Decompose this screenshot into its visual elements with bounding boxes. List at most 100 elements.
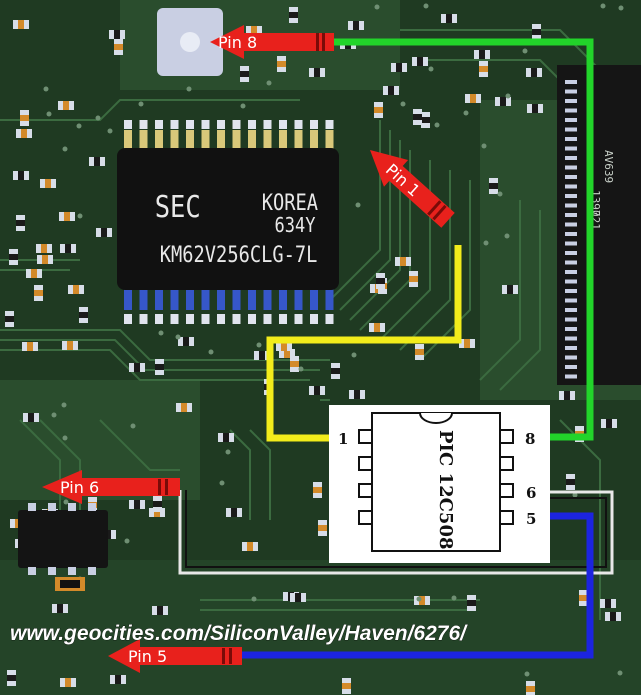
smd-body bbox=[342, 683, 351, 689]
smd-part bbox=[155, 359, 164, 375]
smd-part bbox=[395, 257, 411, 266]
smd-part bbox=[459, 339, 475, 348]
smd-part bbox=[59, 212, 75, 221]
via bbox=[256, 342, 262, 348]
smd-body bbox=[376, 278, 385, 284]
smd-part bbox=[60, 244, 76, 253]
smd-body bbox=[155, 364, 164, 370]
via bbox=[497, 191, 503, 197]
smd-body bbox=[467, 600, 476, 606]
sram-pin-top bbox=[155, 130, 163, 150]
smd-body bbox=[446, 14, 452, 23]
smd-part bbox=[374, 102, 383, 118]
pic-pin-right bbox=[499, 429, 514, 444]
small-chip-pin-bottom bbox=[28, 567, 36, 575]
smd-part bbox=[349, 390, 365, 399]
smd-part bbox=[109, 30, 125, 39]
sram-pad-bottom bbox=[124, 314, 132, 324]
smd-body bbox=[566, 479, 575, 485]
arrow-pin5: Pin 5 bbox=[108, 639, 242, 673]
smd-part bbox=[412, 57, 428, 66]
sram-chip: SEC KOREA 634Y KM62V256CLG-7L bbox=[117, 120, 339, 324]
smd-body bbox=[421, 117, 430, 123]
pic-chip-panel: PIC 12C508 1 8 6 5 bbox=[329, 405, 550, 563]
smd-body bbox=[5, 316, 14, 322]
smd-part bbox=[413, 109, 422, 125]
via bbox=[600, 3, 606, 9]
smd-part bbox=[309, 386, 325, 395]
smd-body bbox=[295, 593, 301, 602]
via bbox=[416, 596, 422, 602]
smd-part bbox=[240, 66, 249, 82]
smd-body bbox=[413, 114, 422, 120]
smd-body bbox=[409, 276, 418, 282]
via bbox=[428, 66, 434, 72]
smd-body bbox=[579, 595, 588, 601]
smd-body bbox=[277, 61, 286, 67]
smd-body bbox=[331, 368, 340, 374]
smd-part bbox=[331, 363, 340, 379]
smd-part bbox=[96, 228, 112, 237]
sram-pin-bottom bbox=[217, 288, 225, 310]
smd-body bbox=[154, 508, 160, 517]
right-chip-text-1: AV639 bbox=[602, 150, 615, 183]
smd-body bbox=[64, 212, 70, 221]
right-chip-pin bbox=[565, 251, 577, 255]
small-chip-pin-top bbox=[48, 503, 56, 511]
sram-pin-top bbox=[139, 130, 148, 150]
sram-pin-top bbox=[124, 130, 132, 150]
smd-body bbox=[489, 183, 498, 189]
smd-body bbox=[27, 342, 33, 351]
right-chip-pin bbox=[565, 127, 577, 132]
sram-pin-bottom bbox=[279, 288, 287, 310]
pic-pin-left bbox=[358, 483, 373, 498]
smd-part bbox=[376, 273, 385, 289]
via bbox=[423, 3, 429, 9]
right-chip-pin bbox=[565, 184, 577, 189]
smd-body bbox=[605, 599, 611, 608]
smd-part bbox=[409, 271, 418, 287]
smd-part bbox=[605, 612, 621, 621]
smd-body bbox=[353, 21, 359, 30]
smd-body bbox=[500, 97, 506, 106]
smd-body bbox=[20, 115, 29, 121]
smd-part bbox=[246, 26, 262, 35]
smd-part bbox=[58, 101, 74, 110]
via bbox=[62, 146, 68, 152]
right-chip-pin bbox=[565, 156, 577, 160]
via bbox=[186, 86, 192, 92]
via bbox=[219, 480, 225, 486]
sram-pad-top bbox=[310, 120, 318, 129]
via bbox=[374, 4, 380, 10]
right-chip-pin bbox=[565, 327, 577, 331]
smd-part bbox=[9, 249, 18, 265]
smd-body bbox=[67, 341, 73, 350]
right-chip-pin bbox=[565, 279, 577, 284]
smd-part bbox=[62, 341, 78, 350]
small-chip-pin-bottom bbox=[68, 567, 76, 575]
smd-part bbox=[114, 39, 123, 55]
sram-pad-top bbox=[217, 120, 225, 129]
smd-body bbox=[388, 86, 394, 95]
smd-part bbox=[342, 678, 351, 694]
sram-pin-top bbox=[217, 130, 225, 150]
smd-part bbox=[383, 86, 399, 95]
via bbox=[158, 330, 164, 336]
smd-body bbox=[564, 391, 570, 400]
smd-body bbox=[318, 525, 327, 531]
via bbox=[617, 670, 623, 676]
smd-part bbox=[277, 56, 286, 72]
sram-pin-top bbox=[170, 130, 179, 150]
smd-part bbox=[26, 269, 42, 278]
sram-pin-bottom bbox=[294, 288, 303, 310]
right-chip-pin bbox=[565, 241, 577, 246]
smd-part bbox=[279, 349, 295, 358]
smd-body bbox=[134, 500, 140, 509]
via bbox=[266, 80, 272, 86]
sram-line2: 634Y bbox=[275, 215, 316, 238]
sram-pad-top bbox=[139, 120, 148, 129]
smd-part bbox=[313, 482, 322, 498]
smd-body bbox=[65, 678, 71, 687]
smd-body bbox=[240, 71, 249, 77]
via bbox=[77, 213, 83, 219]
